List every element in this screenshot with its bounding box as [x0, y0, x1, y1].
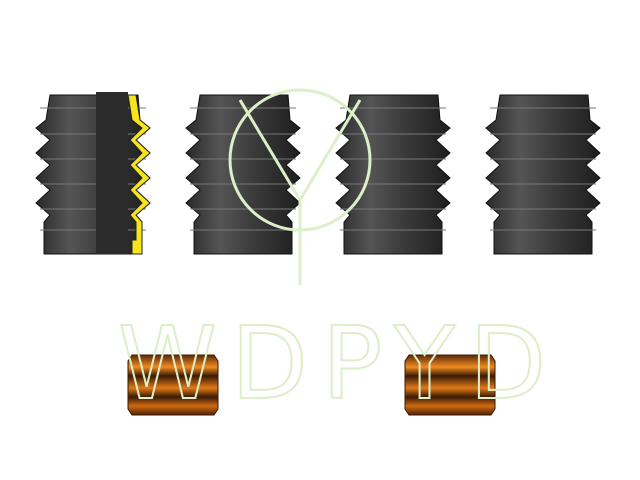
- bellows-part: [185, 94, 301, 255]
- bushing-part: [404, 354, 496, 416]
- watermark-logo: [228, 88, 372, 285]
- bellows-part: [335, 94, 451, 255]
- bushing-part: [127, 354, 219, 416]
- cross-section-cutaway: [127, 94, 151, 255]
- bellows-part: [485, 94, 601, 255]
- watermark-text: WDPYD: [118, 305, 560, 422]
- bellows-part: [35, 92, 151, 255]
